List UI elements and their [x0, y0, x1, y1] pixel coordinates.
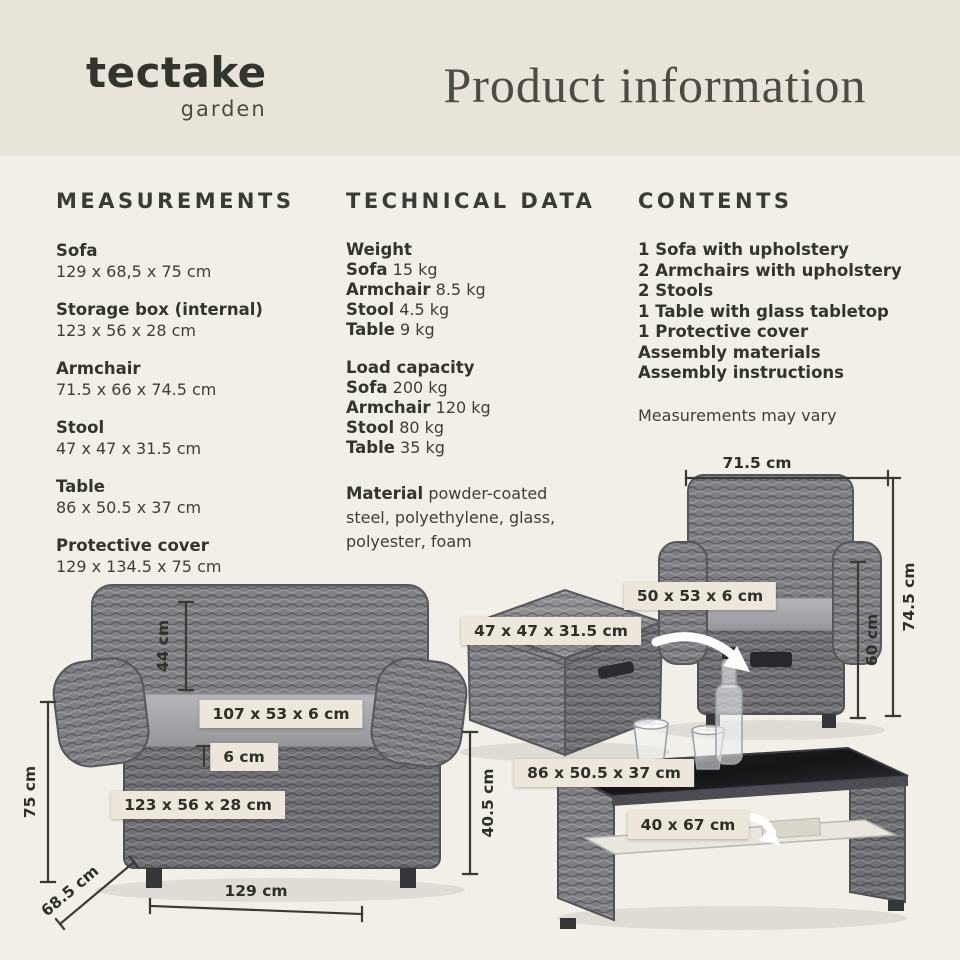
measurements-section: MEASUREMENTS Sofa 129 x 68,5 x 75 cm Sto… [56, 188, 346, 594]
stool-illustration [464, 588, 666, 757]
measurement-value: 71.5 x 66 x 74.5 cm [56, 380, 217, 399]
furniture-drawing [39, 469, 909, 931]
load-item-label: Stool [346, 418, 395, 437]
table-shelf-size-badge: 40 x 67 cm [627, 811, 749, 839]
contents-item: Assembly materials [638, 342, 821, 362]
technical-data-heading: TECHNICAL DATA [346, 189, 596, 213]
weight-item-value: 15 kg [392, 260, 438, 279]
weight-item-label: Table [346, 320, 395, 339]
armchair-height-label: 74.5 cm [900, 562, 918, 632]
measurement-value: 86 x 50.5 x 37 cm [56, 498, 202, 517]
arrow-icon [651, 632, 750, 672]
measurement-item: Stool 47 x 47 x 31.5 cm [56, 417, 346, 459]
product-diagram: 44 cm 75 cm 68.5 cm 129 cm 40.5 cm 71.5 … [0, 450, 960, 960]
measurement-value: 129 x 68,5 x 75 cm [56, 262, 212, 281]
weight-item-label: Armchair [346, 280, 431, 299]
measurement-label: Stool [56, 418, 105, 437]
armchair-backrest-height-label: 60 cm [863, 613, 881, 667]
weight-line: Sofa 15 kg [346, 260, 638, 280]
logo-subbrand: garden [180, 97, 267, 121]
measurement-item: Table 86 x 50.5 x 37 cm [56, 476, 346, 518]
weight-line: Stool 4.5 kg [346, 300, 638, 320]
contents-item: 1 Table with glass tabletop [638, 301, 889, 321]
info-columns: MEASUREMENTS Sofa 129 x 68,5 x 75 cm Sto… [56, 188, 938, 594]
weight-item-value: 8.5 kg [435, 280, 486, 299]
contents-item: 2 Stools [638, 281, 714, 300]
load-item-label: Sofa [346, 378, 388, 397]
weight-group: Weight Sofa 15 kg Armchair 8.5 kg Stool … [346, 240, 638, 340]
measurement-value: 129 x 134.5 x 75 cm [56, 557, 222, 576]
sofa-seat-height-label: 40.5 cm [479, 768, 497, 838]
sofa-illustration [52, 584, 468, 888]
measurement-label: Sofa [56, 241, 98, 260]
load-line: Armchair 120 kg [346, 398, 638, 418]
weight-title: Weight [346, 240, 412, 259]
contents-item: 2 Armchairs with upholstery [638, 260, 902, 280]
load-item-label: Armchair [346, 398, 431, 417]
weight-item-value: 9 kg [400, 320, 435, 339]
measurement-item: Protective cover 129 x 134.5 x 75 cm [56, 535, 346, 577]
measurements-heading: MEASUREMENTS [56, 189, 295, 213]
load-line: Table 35 kg [346, 438, 638, 458]
logo-wordmark: tectake [86, 48, 267, 97]
weight-line: Armchair 8.5 kg [346, 280, 638, 300]
contents-item: 1 Protective cover [638, 322, 809, 341]
sofa-storage-size-badge: 123 x 56 x 28 cm [111, 791, 285, 819]
load-capacity-group: Load capacity Sofa 200 kg Armchair 120 k… [346, 358, 638, 458]
measurement-item: Sofa 129 x 68,5 x 75 cm [56, 240, 346, 282]
measurement-label: Table [56, 477, 105, 496]
header-band: tectake garden Product information [0, 0, 960, 156]
measurement-label: Protective cover [56, 536, 209, 555]
technical-data-section: TECHNICAL DATA Weight Sofa 15 kg Armchai… [346, 188, 638, 594]
measurement-label: Armchair [56, 359, 141, 378]
page-title: Product information [443, 57, 867, 113]
load-item-value: 120 kg [435, 398, 491, 417]
sofa-width-label: 129 cm [224, 882, 288, 900]
sofa-back-height-label: 44 cm [154, 619, 172, 673]
load-item-value: 35 kg [400, 438, 445, 457]
contents-note: Measurements may vary [638, 405, 837, 425]
measurement-item: Armchair 71.5 x 66 x 74.5 cm [56, 358, 346, 400]
weight-item-label: Stool [346, 300, 395, 319]
table-size-badge: 86 x 50.5 x 37 cm [514, 759, 694, 787]
weight-line: Table 9 kg [346, 320, 638, 340]
measurement-label: Storage box (internal) [56, 300, 263, 319]
sofa-height-label: 75 cm [21, 765, 39, 819]
weight-item-value: 4.5 kg [399, 300, 450, 319]
armchair-width-label: 71.5 cm [722, 454, 792, 472]
contents-section: CONTENTS 1 Sofa with upholstery 2 Armcha… [638, 188, 938, 594]
material-paragraph: Material powder-coated steel, polyethyle… [346, 482, 592, 554]
load-item-value: 80 kg [399, 418, 445, 437]
dimension-lines [39, 469, 902, 931]
load-line: Sofa 200 kg [346, 378, 638, 398]
stool-size-badge: 47 x 47 x 31.5 cm [461, 617, 641, 645]
contents-item: 1 Sofa with upholstery [638, 240, 849, 259]
tectake-logo: tectake garden [86, 52, 267, 120]
load-item-value: 200 kg [392, 378, 448, 397]
weight-item-label: Sofa [346, 260, 388, 279]
armchair-cushion-size-badge: 50 x 53 x 6 cm [623, 582, 777, 610]
contents-item: Assembly instructions [638, 363, 844, 382]
measurement-value: 123 x 56 x 28 cm [56, 321, 197, 340]
sofa-cushion-size-badge: 107 x 53 x 6 cm [199, 700, 363, 728]
measurement-item: Storage box (internal) 123 x 56 x 28 cm [56, 299, 346, 341]
measurement-value: 47 x 47 x 31.5 cm [56, 439, 202, 458]
cushion-thickness-badge: 6 cm [210, 743, 278, 771]
load-item-label: Table [346, 438, 395, 457]
load-line: Stool 80 kg [346, 418, 638, 438]
material-value: powder-coated steel, polyethylene, glass… [346, 484, 556, 551]
material-label: Material [346, 484, 424, 503]
contents-heading: CONTENTS [638, 189, 793, 213]
load-capacity-title: Load capacity [346, 358, 475, 377]
